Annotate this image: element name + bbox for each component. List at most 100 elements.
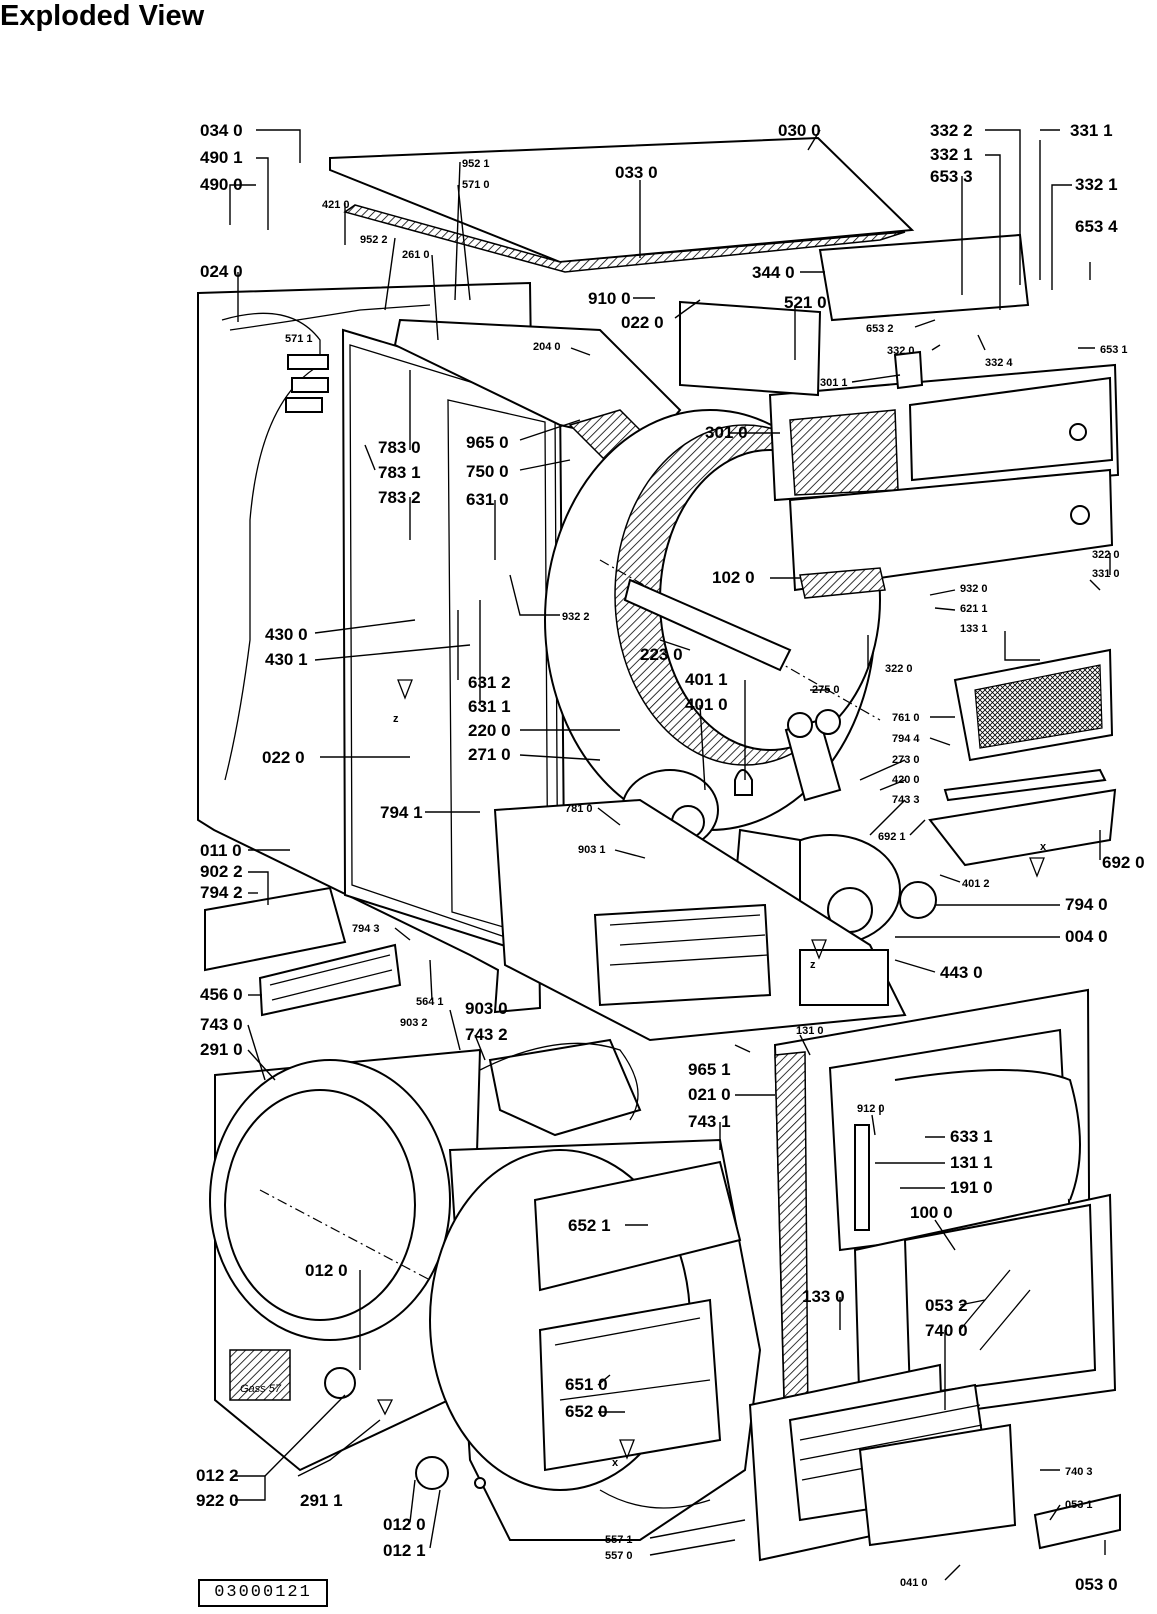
callout: 344 0 — [752, 263, 795, 282]
callout: 024 0 — [200, 262, 243, 281]
document-number: 03000121 — [198, 1579, 328, 1607]
roller-012-b — [415, 1456, 449, 1490]
callout: 273 0 — [892, 754, 920, 766]
callout: 041 0 — [900, 1577, 928, 1589]
callout: 033 0 — [615, 163, 658, 182]
callout: 053 2 — [925, 1296, 968, 1315]
callout: 053 0 — [1075, 1575, 1118, 1594]
callout: 903 0 — [465, 999, 508, 1018]
callout: 740 0 — [925, 1321, 968, 1340]
callout: 322 0 — [1092, 549, 1120, 561]
callout: 490 1 — [200, 148, 243, 167]
callout: 102 0 — [712, 568, 755, 587]
callout: 965 1 — [688, 1060, 731, 1079]
callout: 794 0 — [1065, 895, 1108, 914]
callout: 743 0 — [200, 1015, 243, 1034]
callout: 275 0 — [812, 684, 840, 696]
callout: 902 2 — [200, 862, 243, 881]
callout: 761 0 — [892, 712, 920, 724]
callout: 301 1 — [820, 377, 848, 389]
gas-label: Gass 57 — [240, 1383, 282, 1395]
callout: 331 1 — [1070, 121, 1113, 140]
callout: 490 0 — [200, 175, 243, 194]
callout: 011 0 — [200, 841, 242, 860]
callout: 271 0 — [468, 745, 511, 764]
callout: 291 1 — [300, 1491, 343, 1510]
callout: 430 0 — [265, 625, 308, 644]
callout: 012 1 — [383, 1541, 426, 1560]
callout-labels: 034 0 490 1 490 0 421 0 024 0 952 2 261 … — [196, 121, 1145, 1594]
callout: 794 3 — [352, 923, 380, 935]
callout: 740 3 — [1065, 1466, 1093, 1478]
callout: 952 1 — [462, 158, 490, 170]
callout: 557 1 — [605, 1534, 633, 1546]
callout: 521 0 — [784, 293, 827, 312]
roller-012 — [324, 1367, 356, 1399]
callout: 750 0 — [466, 462, 509, 481]
drawer-handle-053 — [1033, 1493, 1121, 1550]
callout: 965 0 — [466, 433, 509, 452]
callout: 932 2 — [562, 611, 590, 623]
callout: 322 0 — [885, 663, 913, 675]
callout: 223 0 — [640, 645, 683, 664]
callout: 692 0 — [1102, 853, 1145, 872]
callout: 651 0 — [565, 1375, 608, 1394]
callout: 794 1 — [380, 803, 423, 822]
callout: 332 1 — [1075, 175, 1118, 194]
marker-x-2: x — [612, 1457, 619, 1469]
callout: 420 0 — [892, 774, 920, 786]
callout: 291 0 — [200, 1040, 243, 1059]
callout: 301 0 — [705, 423, 748, 442]
callout: 571 0 — [462, 179, 490, 191]
callout: 932 0 — [960, 583, 988, 595]
service-plate — [204, 886, 347, 972]
callout: 133 1 — [960, 623, 988, 635]
callout: 191 0 — [950, 1178, 993, 1197]
callout: 021 0 — [688, 1085, 731, 1104]
direction-markers: z x z x Gass 57 — [240, 679, 1047, 1469]
heater-element — [258, 943, 402, 1017]
callout: 456 0 — [200, 985, 243, 1004]
callout: 401 1 — [685, 670, 728, 689]
callout: 012 2 — [196, 1466, 239, 1485]
callout: 564 1 — [416, 996, 444, 1008]
callout: 653 1 — [1100, 344, 1128, 356]
callout: 631 2 — [468, 673, 511, 692]
callout: 631 0 — [466, 490, 509, 509]
callout: 421 0 — [322, 199, 350, 211]
parts-artwork — [197, 136, 1121, 1562]
callout: 332 4 — [985, 357, 1013, 369]
callout: 783 2 — [378, 488, 421, 507]
callout: 030 0 — [778, 121, 821, 140]
callout: 443 0 — [940, 963, 983, 982]
callout: 781 0 — [565, 803, 593, 815]
callout: 910 0 — [588, 289, 631, 308]
callout: 631 1 — [468, 697, 511, 716]
callout: 401 2 — [962, 878, 990, 890]
callout: 401 0 — [685, 695, 728, 714]
callout: 653 3 — [930, 167, 973, 186]
callout: 653 4 — [1075, 217, 1118, 236]
callout: 131 1 — [950, 1153, 993, 1172]
callout: 012 0 — [305, 1261, 348, 1280]
callout: 743 1 — [688, 1112, 731, 1131]
callout: 653 2 — [866, 323, 894, 335]
callout: 557 0 — [605, 1550, 633, 1562]
callout: 332 0 — [887, 345, 915, 357]
page-title: Exploded View — [0, 0, 205, 32]
callout: 133 0 — [802, 1287, 845, 1306]
callout: 692 1 — [878, 831, 906, 843]
callout: 131 0 — [796, 1025, 824, 1037]
control-board — [818, 233, 1030, 322]
callout: 743 3 — [892, 794, 920, 806]
callout: 220 0 — [468, 721, 511, 740]
control-panel — [788, 468, 1114, 592]
callout: 652 1 — [568, 1216, 611, 1235]
callout: 034 0 — [200, 121, 243, 140]
callout: 652 0 — [565, 1402, 608, 1421]
callout: 053 1 — [1065, 1499, 1093, 1511]
callout: 004 0 — [1065, 927, 1108, 946]
duct-692 — [928, 788, 1117, 867]
callout: 621 1 — [960, 603, 988, 615]
